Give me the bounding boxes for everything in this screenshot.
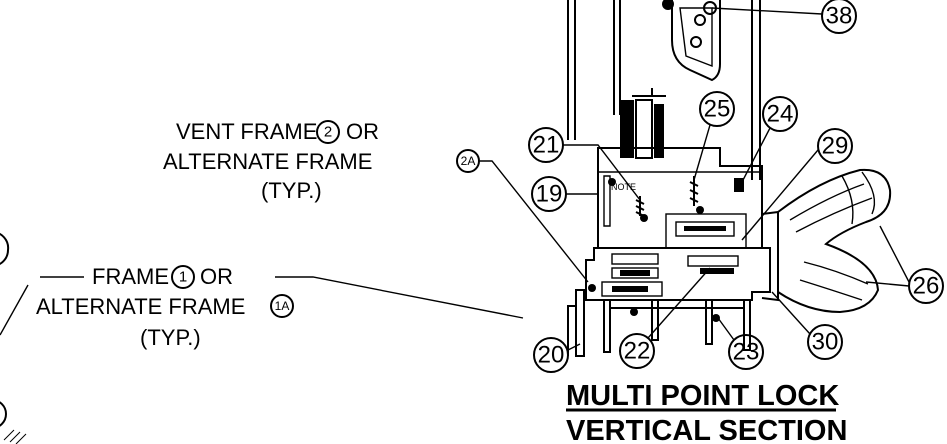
callout-30 xyxy=(807,324,843,360)
callout-29 xyxy=(817,128,853,164)
vent-frame-typ: (TYP.) xyxy=(261,178,322,203)
section-title: MULTI POINT LOCK VERTICAL SECTION xyxy=(566,380,847,444)
frame-label: FRAME 1 OR ALTERNATE FRAME 1A (TYP.) xyxy=(36,264,524,350)
title-line-2: VERTICAL SECTION xyxy=(566,415,847,444)
callout-24-text: 24 xyxy=(767,101,794,128)
callout-25 xyxy=(699,91,735,127)
callout-29-text: 29 xyxy=(822,133,849,160)
callout-22-text: 22 xyxy=(624,338,651,365)
partial-leader-line xyxy=(0,284,29,336)
callouts: 38 25 24 21 29 19 26 20 22 xyxy=(528,0,944,373)
callout-30-text: 30 xyxy=(812,329,839,356)
callout-25-text: 25 xyxy=(704,96,731,123)
frame-typ: (TYP.) xyxy=(140,325,201,350)
callout-24 xyxy=(762,96,798,132)
frame-or: OR xyxy=(200,264,233,289)
callout-23-text: 23 xyxy=(733,339,760,366)
vent-frame-number-circle xyxy=(316,120,340,144)
glazing-block xyxy=(620,88,666,159)
vent-frame-leader xyxy=(479,160,589,283)
frame-alt-text: ALTERNATE FRAME xyxy=(36,294,245,319)
vent-frame-alt-text: ALTERNATE FRAME xyxy=(163,149,372,174)
hatch-marks xyxy=(3,429,27,444)
callout-38-text: 38 xyxy=(826,3,853,30)
frame-number: 1 xyxy=(179,269,187,286)
title-line-1: MULTI POINT LOCK xyxy=(566,380,839,412)
handle-lever xyxy=(761,168,892,314)
vent-frame-or: OR xyxy=(346,119,379,144)
callout-20 xyxy=(533,337,569,373)
vent-frame-text: VENT FRAME xyxy=(176,119,317,144)
callout-19-text: 19 xyxy=(536,181,563,208)
vent-frame-number: 2 xyxy=(324,124,332,141)
callout-23 xyxy=(728,334,764,370)
frame-alt-number-circle xyxy=(270,294,294,318)
callout-20-text: 20 xyxy=(538,342,565,369)
frame-number-circle xyxy=(171,265,195,289)
vent-frame-label: VENT FRAME 2 OR ALTERNATE FRAME 2A (TYP.… xyxy=(163,119,589,283)
partial-callout-circle-2 xyxy=(0,401,8,427)
frame-alt-number: 1A xyxy=(275,299,290,313)
svg-text:NOTE: NOTE xyxy=(611,182,636,192)
callout-38 xyxy=(821,0,857,34)
frame-leader-right xyxy=(275,276,524,319)
frame-text: FRAME xyxy=(92,264,169,289)
callout-21-text: 21 xyxy=(533,132,560,159)
sash-profile: NOTE xyxy=(597,147,763,249)
handle-escutcheon xyxy=(662,0,721,82)
vent-frame-alt-number: 2A xyxy=(461,154,476,168)
callout-22 xyxy=(619,333,655,369)
frame-profile xyxy=(567,247,771,357)
partial-left-callouts xyxy=(0,233,29,444)
section-profile: NOTE xyxy=(567,0,892,357)
callout-26-text: 26 xyxy=(913,273,940,300)
partial-callout-circle xyxy=(0,233,10,265)
